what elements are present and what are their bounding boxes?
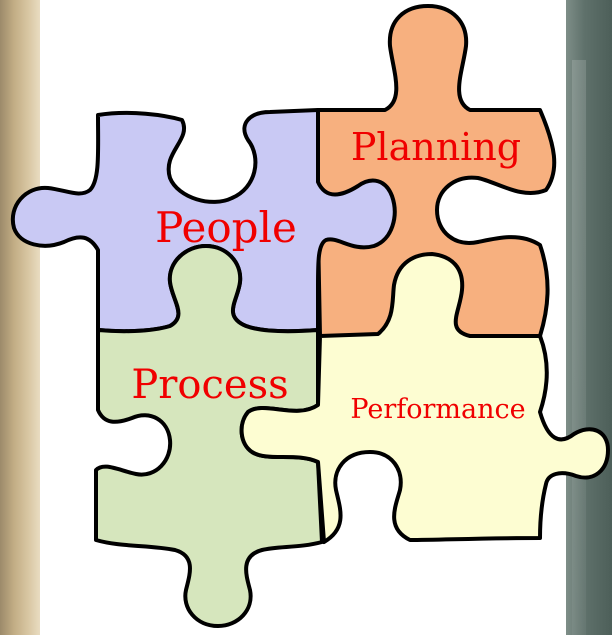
performance-label: Performance (350, 394, 525, 425)
background-photo-left (0, 0, 40, 635)
planning-piece (316, 4, 557, 338)
process-label: Process (131, 362, 288, 408)
people-label: People (155, 203, 297, 252)
performance-piece (239, 252, 610, 544)
background-photo-right (566, 0, 612, 635)
planning-label: Planning (351, 125, 521, 169)
process-piece (94, 244, 324, 628)
